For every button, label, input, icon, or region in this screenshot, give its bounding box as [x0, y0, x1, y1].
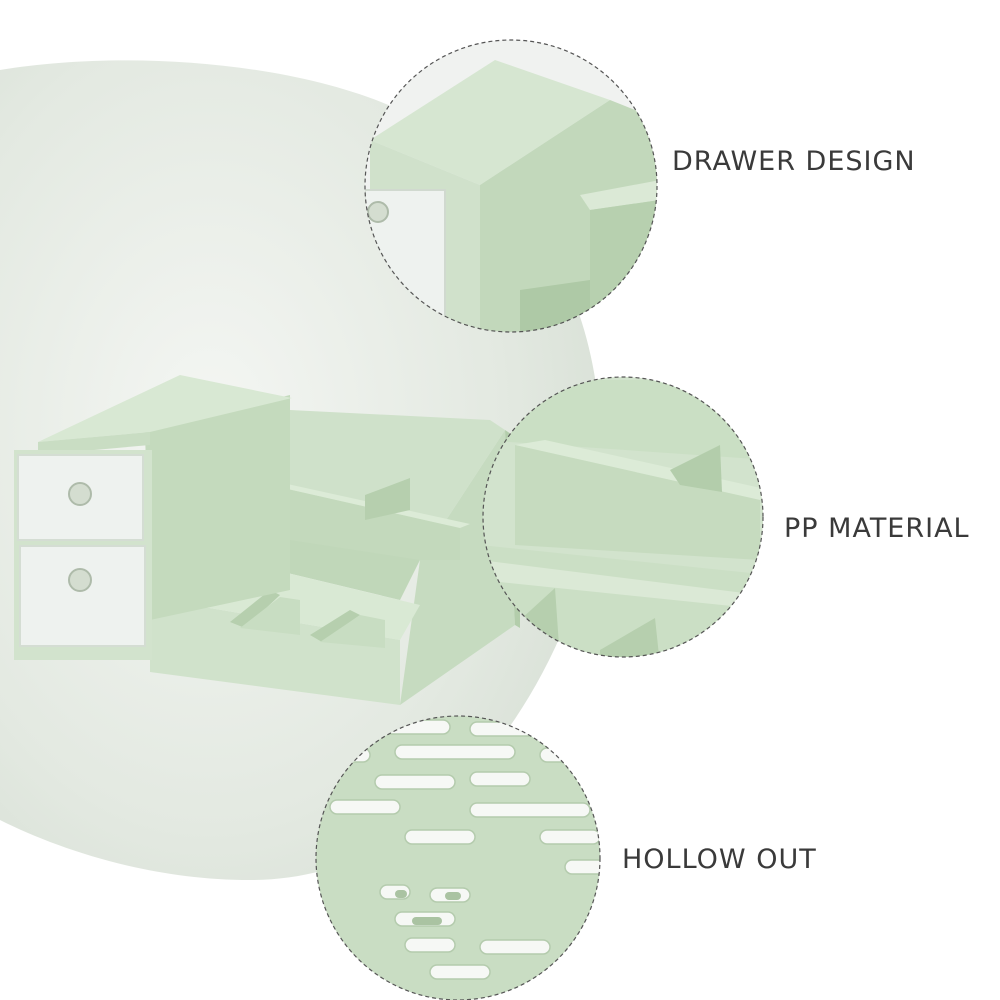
- drawer-top: [17, 454, 144, 541]
- feature-label-drawer-design: DRAWER DESIGN: [672, 146, 916, 177]
- feature-label-pp-material: PP MATERIAL: [784, 513, 970, 544]
- slotted-panel-closeup: [315, 715, 601, 1000]
- organizer: [14, 375, 520, 705]
- feature-label-hollow-out: HOLLOW OUT: [622, 844, 817, 875]
- drawer-bottom: [19, 545, 146, 647]
